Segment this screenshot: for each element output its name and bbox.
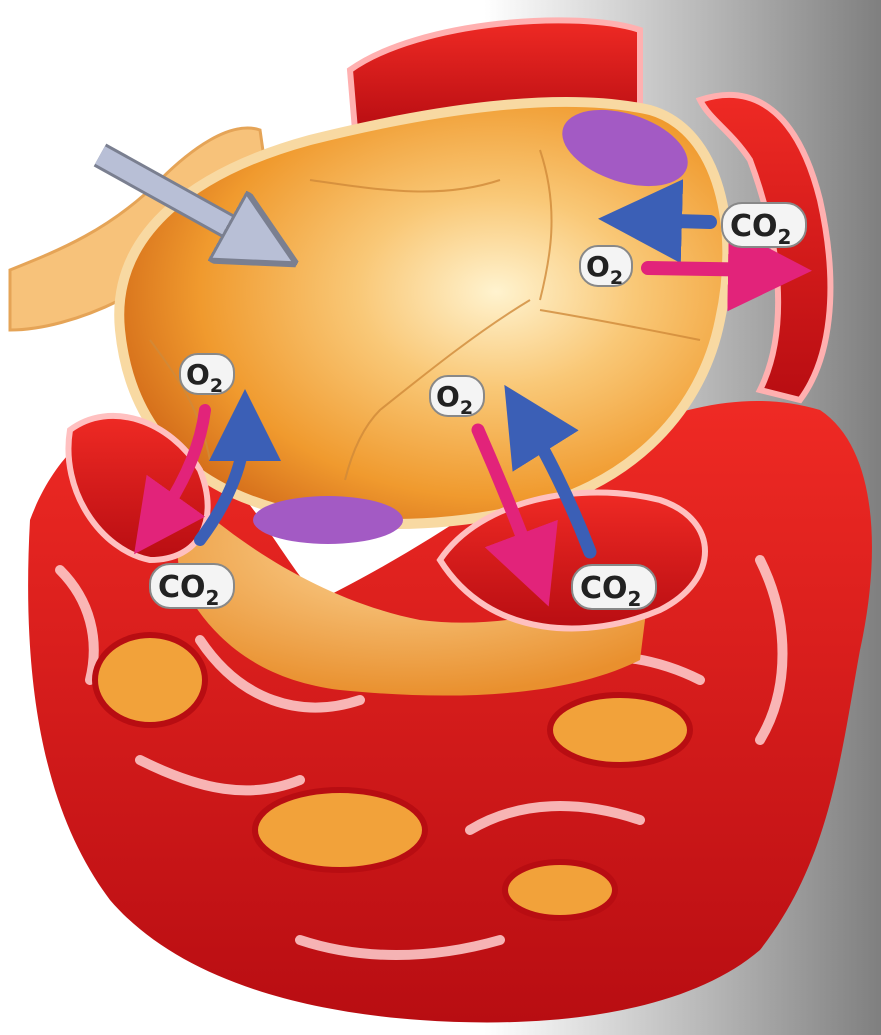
label-o2-right: O2 — [580, 246, 632, 289]
oxygen-arrow-icon — [648, 268, 770, 270]
label-o2-left: O2 — [180, 354, 234, 397]
carbon-dioxide-arrow-icon — [640, 220, 710, 222]
cell-nucleus-bottom — [253, 496, 403, 544]
label-co2-right: CO2 — [722, 203, 806, 249]
label-o2-center: O2 — [430, 376, 484, 419]
label-co2-left: CO2 — [150, 564, 234, 610]
label-co2-center: CO2 — [572, 565, 656, 611]
